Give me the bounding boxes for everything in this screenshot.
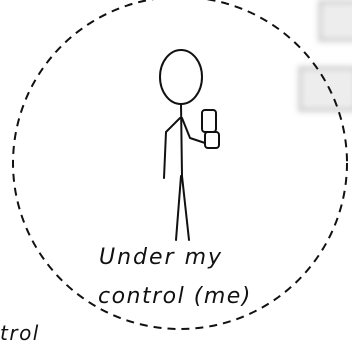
circle-label-line1: Under my <box>99 245 223 270</box>
stick-figure-head <box>160 50 202 104</box>
stick-figure-right-leg <box>182 176 189 240</box>
circle-label-line2: control (me) <box>98 284 252 309</box>
phone-icon <box>202 110 219 148</box>
outside-label: trol <box>0 321 40 345</box>
blurred-background-shapes <box>298 0 352 112</box>
stick-figure <box>160 50 219 240</box>
stick-figure-left-arm <box>164 118 180 178</box>
stick-figure-left-leg <box>176 176 181 240</box>
stick-figure-body <box>181 104 182 176</box>
